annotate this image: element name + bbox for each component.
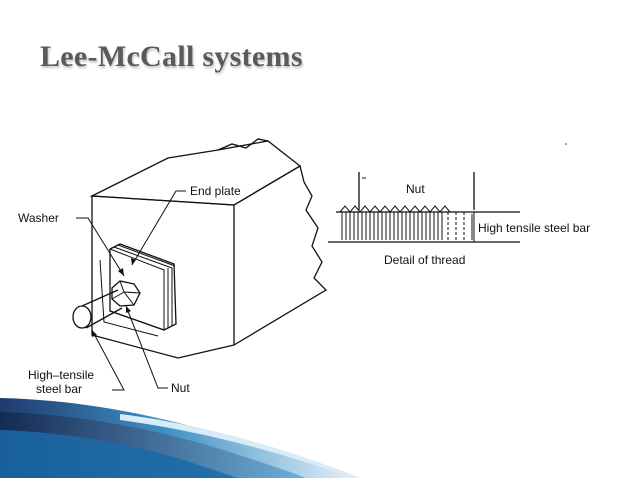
thread-label-nut: Nut (406, 182, 425, 196)
thread-label-bar: High tensile steel bar (478, 221, 590, 235)
label-nut: Nut (171, 381, 190, 395)
label-bar-line1: High–tensile (28, 368, 94, 382)
thread-caption: Detail of thread (384, 253, 465, 267)
label-washer: Washer (18, 211, 59, 225)
steel-bar (72, 289, 123, 329)
label-end-plate: End plate (190, 184, 241, 198)
end-plate (99, 243, 177, 337)
nut (111, 280, 141, 307)
slide-title: Lee-McCall systems (40, 40, 303, 73)
thread-detail (328, 143, 567, 243)
theme-swoosh (0, 398, 360, 478)
label-bar-line2: steel bar (36, 382, 82, 396)
leader-lines (76, 190, 186, 391)
concrete-block (89, 138, 328, 359)
